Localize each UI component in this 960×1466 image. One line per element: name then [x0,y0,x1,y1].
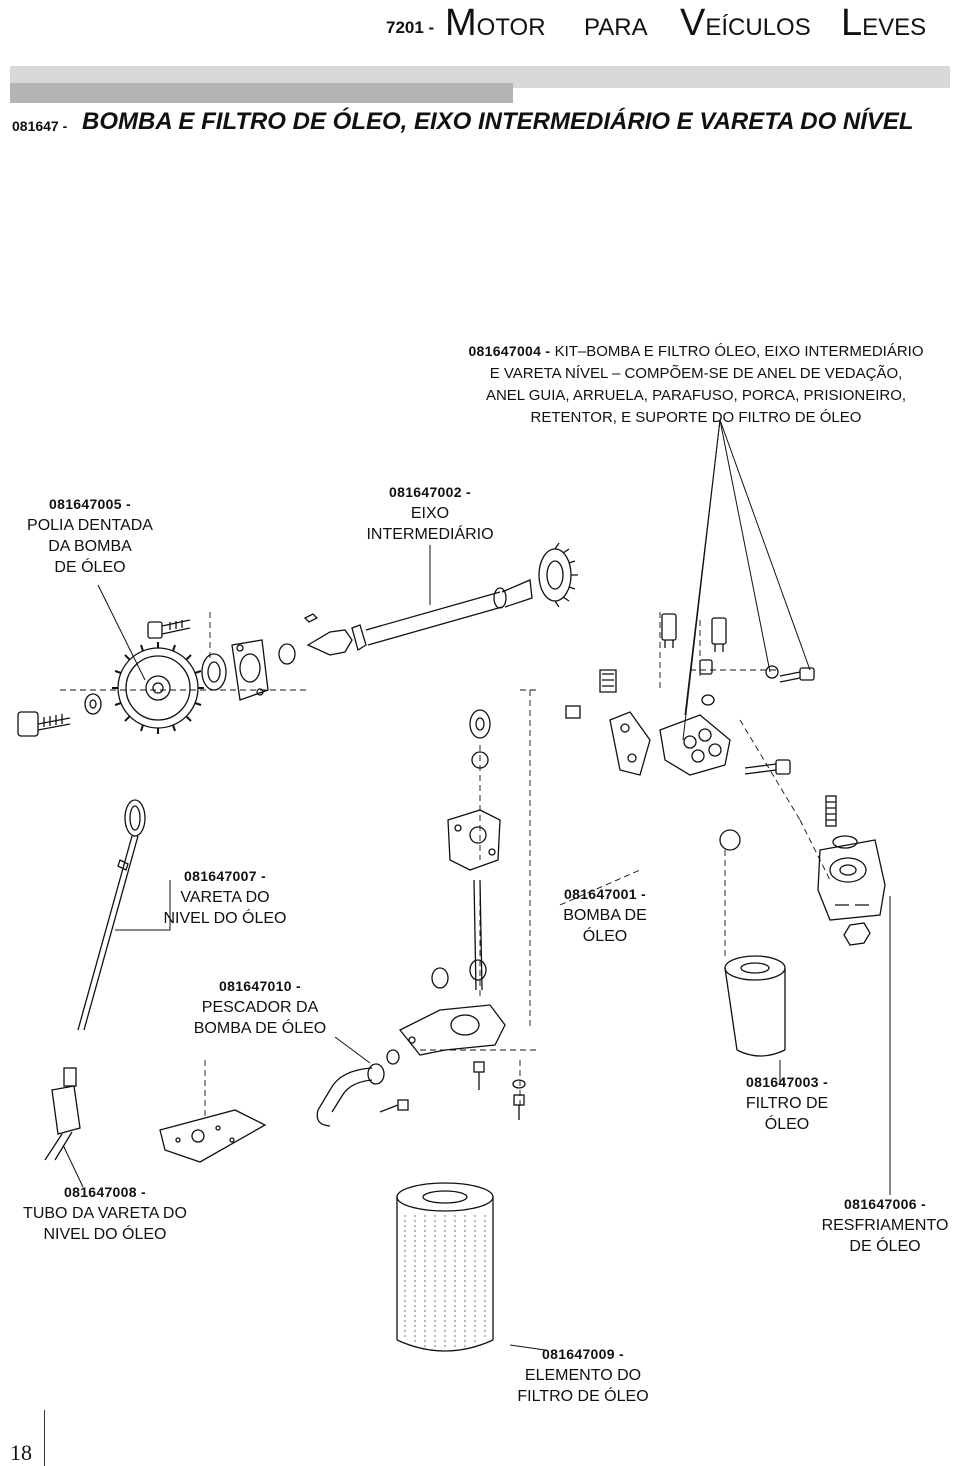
elemento-line2: FILTRO DE ÓLEO [517,1388,649,1405]
pulley-washer [84,693,102,715]
pescador-code: 081647010 - [219,978,301,994]
page-header: 7201 - MOTOR PARA VEÍCULOS LEVES [0,0,960,110]
title-word-veiculos: VEÍCULOS [680,2,811,44]
vareta-line1: VARETA DO [180,889,270,906]
dipstick [77,799,146,1031]
vareta-code: 081647007 - [184,868,266,884]
callout-vareta: 081647007 - VARETA DO NIVEL DO ÓLEO [150,866,300,929]
subtitle-code: 081647 - [12,118,68,134]
kit-line1: KIT–BOMBA E FILTRO ÓLEO, EIXO INTERMEDIÁ… [554,343,924,360]
callout-pescador: 081647010 - PESCADOR DA BOMBA DE ÓLEO [180,976,340,1039]
elemento-code: 081647009 - [542,1346,624,1362]
callout-elemento: 081647009 - ELEMENTO DO FILTRO DE ÓLEO [500,1344,666,1407]
small-bolt-upper [147,619,191,639]
eixo-code: 081647002 - [389,484,471,500]
polia-line2: DA BOMBA [48,538,132,555]
oil-filter [724,955,786,1057]
kit-line2: E VARETA NÍVEL – COMPÕEM-SE DE ANEL DE V… [489,365,903,382]
pump-rotor-1 [431,967,449,989]
seal-ring [701,694,715,706]
bearing [201,653,227,691]
bomba-line2: ÓLEO [582,928,628,945]
pump-rotor-2 [469,959,487,981]
bolt-support [744,759,791,775]
callout-eixo: 081647002 - EIXO INTERMEDIÁRIO [350,482,510,545]
drive-pulley [112,642,204,734]
kit-line3: ANEL GUIA, ARRUELA, PARAFUSO, PORCA, PRI… [485,387,907,404]
cooler-ring [832,835,858,849]
resfriamento-code: 081647006 - [844,1196,926,1212]
filtro-code: 081647003 - [746,1074,828,1090]
pump-gear-top [469,709,491,739]
bomba-code: 081647001 - [564,886,646,902]
callout-resfriamento: 081647006 - RESFRIAMENTO DE ÓLEO [810,1194,960,1257]
pump-bushing [471,751,489,769]
page-margin-rule [44,1410,45,1466]
callout-tubo: 081647008 - TUBO DA VARETA DO NIVEL DO Ó… [10,1182,200,1245]
callout-polia: 081647005 - POLIA DENTADA DA BOMBA DE ÓL… [10,494,170,578]
plug-small [565,705,581,719]
pump-bolt-1 [473,1061,485,1090]
key [303,613,319,623]
filter-element [396,1182,494,1352]
bolt-right [779,667,815,683]
filter-support [609,711,731,776]
title-word-para: PARA [584,14,648,41]
sender-1 [661,613,677,648]
intermediate-shaft [306,542,578,656]
callout-filtro: 081647003 - FILTRO DE ÓLEO [712,1072,862,1135]
leader-lines [62,419,891,1351]
sender-2 [711,617,727,652]
dipstick-tube [44,1067,81,1161]
pescador-line1: PESCADOR DA [201,999,319,1016]
bomba-line1: BOMBA DE [563,907,647,924]
pump-bolt-2 [512,1079,526,1120]
washer-small [765,665,779,679]
page-number: 18 [10,1440,32,1465]
nipple [699,659,713,675]
filtro-line2: ÓLEO [764,1116,810,1133]
title-word-leves: LEVES [841,2,927,44]
cooler-nut [843,922,871,946]
subtitle-text: BOMBA E FILTRO DE ÓLEO, EIXO INTERMEDIÁR… [82,108,914,135]
kit-code: 081647004 - [468,343,551,359]
pump-washer [386,1049,400,1065]
kit-line4: RETENTOR, E SUPORTE DO FILTRO DE ÓLEO [530,409,862,426]
flange-plate [231,639,269,701]
tubo-line1: TUBO DA VARETA DO [23,1205,187,1222]
vareta-line2: NIVEL DO ÓLEO [163,910,287,927]
section-number: 7201 - [386,18,435,37]
pickup-tube [316,1063,385,1127]
elemento-line1: ELEMENTO DO [524,1367,642,1384]
title-word-motor: MOTOR [445,2,546,44]
pump-housing-upper [447,809,501,871]
callout-bomba: 081647001 - BOMBA DE ÓLEO [530,884,680,947]
resfriamento-line2: DE ÓLEO [849,1238,921,1255]
cooler-fitting [719,829,741,851]
eixo-line2: INTERMEDIÁRIO [366,526,494,543]
pump-shaft [473,879,483,991]
pescador-line2: BOMBA DE ÓLEO [193,1020,327,1037]
o-ring [278,643,296,665]
polia-line3: DE ÓLEO [54,559,126,576]
polia-code: 081647005 - [49,496,131,512]
pickup-bolt [379,1099,409,1113]
plug-fitting [599,669,617,693]
eixo-line1: EIXO [410,505,450,522]
filtro-line1: FILTRO DE [745,1095,829,1112]
tubo-line2: NIVEL DO ÓLEO [43,1226,167,1243]
pump-housing-lower [398,1004,506,1056]
tubo-code: 081647008 - [64,1184,146,1200]
header-tab [10,83,513,103]
pulley-bolt [17,711,71,737]
polia-line1: POLIA DENTADA [27,517,153,534]
baffle-plate [159,1109,267,1163]
callout-kit: 081647004 - KIT–BOMBA E FILTRO ÓLEO, EIX… [436,340,956,429]
cooler-stud [825,795,837,827]
header-band [10,66,950,88]
oil-cooler [817,839,886,921]
section-subtitle: 081647 - BOMBA E FILTRO DE ÓLEO, EIXO IN… [12,108,952,142]
resfriamento-line1: RESFRIAMENTO [821,1217,949,1234]
